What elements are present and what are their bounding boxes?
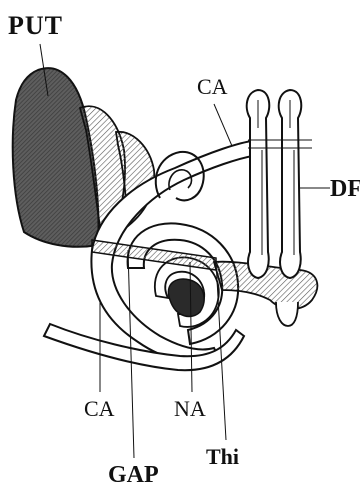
- label-ca-top: CA: [197, 74, 228, 99]
- label-thi: Thi: [206, 444, 239, 469]
- label-put: PUT: [8, 11, 63, 40]
- label-ca-bottom: CA: [84, 396, 115, 421]
- df-base-bulb: [276, 302, 298, 326]
- na-dark-blob: [168, 279, 204, 316]
- label-df: DF: [330, 176, 360, 202]
- leader-ca-top: [214, 104, 232, 146]
- label-na: NA: [174, 396, 206, 421]
- label-gap: GAP: [108, 462, 159, 485]
